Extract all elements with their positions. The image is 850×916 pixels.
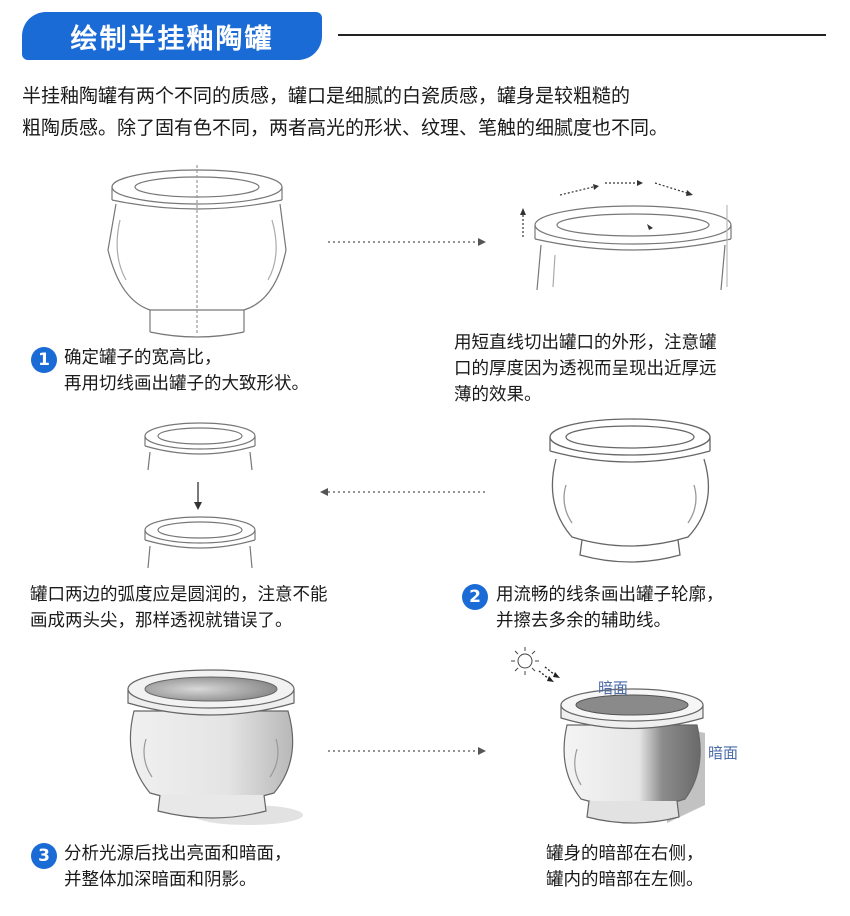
sketch-shaded-jar bbox=[127, 669, 303, 825]
step-2-caption: 用流畅的线条画出罐子轮廓， 并擦去多余的辅助线。 bbox=[496, 582, 724, 634]
dark-face-label-top: 暗面 bbox=[598, 679, 629, 697]
step-1-line-1: 确定罐子的宽高比， bbox=[64, 348, 222, 368]
step-3-badge: 3 bbox=[31, 843, 57, 869]
sketch-rim-comparison bbox=[144, 422, 256, 569]
rim-outline-note: 用短直线切出罐口的外形，注意罐 口的厚度因为透视而呈现出近厚远 薄的效果。 bbox=[454, 330, 717, 408]
dark-face-label-right: 暗面 bbox=[708, 744, 739, 762]
step-3-line-2: 并整体加深暗面和阴影。 bbox=[64, 870, 257, 890]
step-2-line-1: 用流畅的线条画出罐子轮廓， bbox=[496, 585, 724, 605]
flow-arrow-right-1 bbox=[328, 238, 486, 246]
flow-arrow-right-2 bbox=[328, 747, 486, 755]
rim-outline-note-line-2: 口的厚度因为透视而呈现出近厚远 bbox=[454, 359, 717, 379]
title-divider bbox=[338, 34, 826, 36]
step-1-badge: 1 bbox=[31, 347, 57, 373]
dark-side-note-line-1: 罐身的暗部在右侧， bbox=[546, 844, 704, 864]
section-title: 绘制半挂釉陶罐 bbox=[22, 12, 322, 60]
rim-curvature-note: 罐口两边的弧度应是圆润的，注意不能 画成两头尖，那样透视就错误了。 bbox=[30, 582, 328, 634]
sketch-rim-outline bbox=[520, 180, 732, 291]
intro-line-2: 粗陶质感。除了固有色不同，两者高光的形状、纹理、笔触的细腻度也不同。 bbox=[22, 117, 669, 139]
step-1-caption: 确定罐子的宽高比， 再用切线画出罐子的大致形状。 bbox=[64, 345, 309, 397]
light-source-icon bbox=[511, 647, 560, 682]
dark-side-note-line-2: 罐内的暗部在左侧。 bbox=[546, 870, 704, 890]
intro-paragraph: 半挂釉陶罐有两个不同的质感，罐口是细腻的白瓷质感，罐身是较粗糙的 粗陶质感。除了… bbox=[22, 80, 832, 144]
rim-outline-note-line-3: 薄的效果。 bbox=[454, 385, 542, 405]
rim-curvature-note-line-2: 画成两头尖，那样透视就错误了。 bbox=[30, 611, 293, 631]
step-2-line-2: 并擦去多余的辅助线。 bbox=[496, 611, 671, 631]
step-1-line-2: 再用切线画出罐子的大致形状。 bbox=[64, 374, 309, 394]
rim-curvature-note-line-1: 罐口两边的弧度应是圆润的，注意不能 bbox=[30, 585, 328, 605]
sketch-construction-jar bbox=[107, 165, 287, 338]
rim-outline-note-line-1: 用短直线切出罐口的外形，注意罐 bbox=[454, 333, 717, 353]
intro-line-1: 半挂釉陶罐有两个不同的质感，罐口是细腻的白瓷质感，罐身是较粗糙的 bbox=[22, 85, 631, 107]
flow-arrow-left bbox=[320, 488, 486, 496]
step-3-caption: 分析光源后找出亮面和暗面， 并整体加深暗面和阴影。 bbox=[64, 841, 292, 893]
dark-side-note: 罐身的暗部在右侧， 罐内的暗部在左侧。 bbox=[546, 841, 704, 893]
sketch-dark-side-jar bbox=[560, 688, 705, 824]
step-2-badge: 2 bbox=[462, 584, 488, 610]
sketch-refined-jar bbox=[549, 418, 711, 563]
step-3-line-1: 分析光源后找出亮面和暗面， bbox=[64, 844, 292, 864]
